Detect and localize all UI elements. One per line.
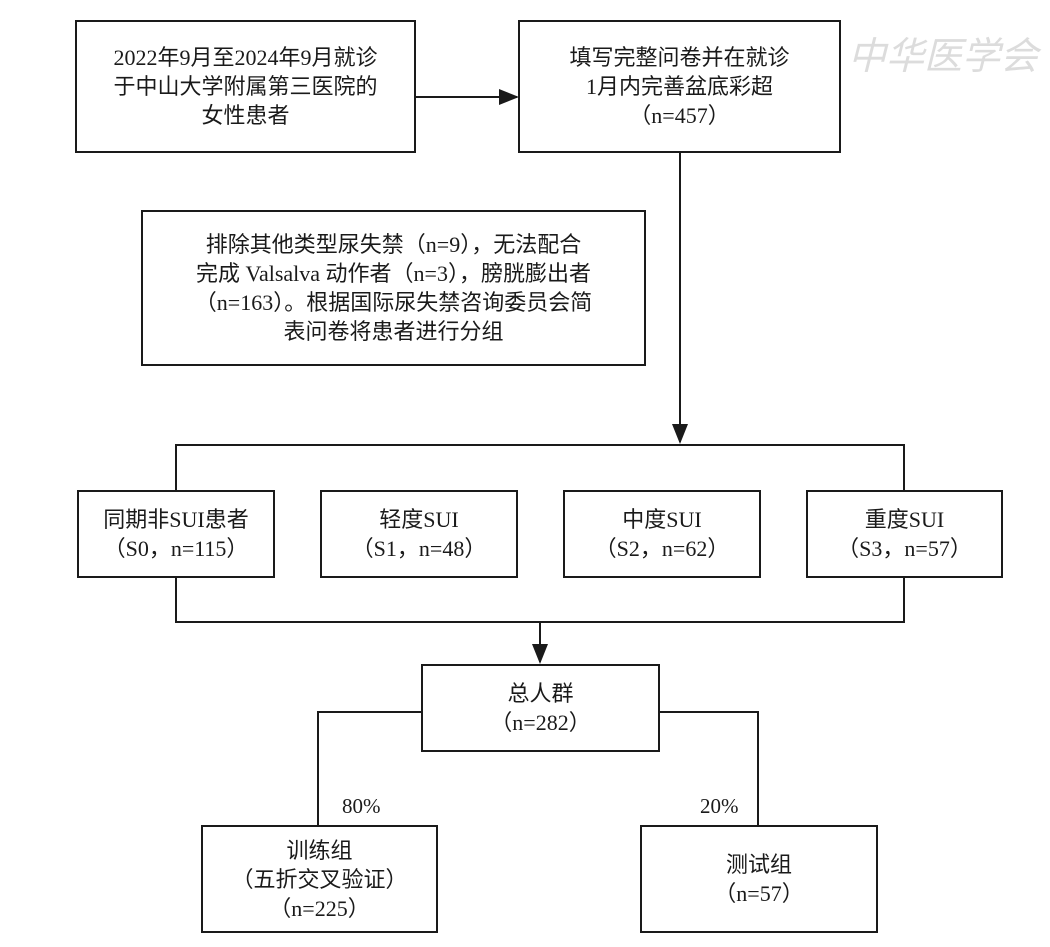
box-text: （n=282） bbox=[490, 710, 591, 735]
box-text: （S2，n=62） bbox=[594, 536, 730, 561]
box-text: 1月内完善盆底彩超 bbox=[585, 74, 773, 99]
box-text: （S3，n=57） bbox=[837, 536, 972, 561]
box-text: 同期非SUI患者 bbox=[103, 507, 249, 532]
box-text: 轻度SUI bbox=[379, 507, 459, 532]
box-text: 排除其他类型尿失禁（n=9），无法配合 bbox=[205, 232, 582, 257]
box-text: 完成 Valsalva 动作者（n=3），膀胱膨出者 bbox=[196, 261, 591, 286]
box-text: 于中山大学附属第三医院的 bbox=[113, 74, 378, 99]
box-text: （n=57） bbox=[714, 881, 804, 906]
box-text: （n=163）。根据国际尿失禁咨询委员会简 bbox=[194, 290, 593, 315]
box-text: 表问卷将患者进行分组 bbox=[283, 319, 504, 344]
source-population-box: 2022年9月至2024年9月就诊 于中山大学附属第三医院的 女性患者 bbox=[75, 20, 416, 153]
train-percent-label: 80% bbox=[342, 794, 381, 818]
exclusion-box: 排除其他类型尿失禁（n=9），无法配合 完成 Valsalva 动作者（n=3）… bbox=[141, 210, 646, 366]
group-s3-box: 重度SUI （S3，n=57） bbox=[806, 490, 1003, 578]
box-text: 中度SUI bbox=[622, 507, 702, 532]
box-text: 女性患者 bbox=[201, 103, 290, 128]
line-to-train bbox=[317, 711, 421, 825]
box-text: 2022年9月至2024年9月就诊 bbox=[113, 45, 378, 70]
box-text: 填写完整问卷并在就诊 bbox=[569, 45, 790, 70]
box-text: （n=457） bbox=[629, 103, 730, 128]
box-text: （n=225） bbox=[269, 895, 370, 921]
test-set-box: 测试组 （n=57） bbox=[640, 825, 878, 933]
box-text: 总人群 bbox=[507, 681, 574, 706]
group-s2-box: 中度SUI （S2，n=62） bbox=[563, 490, 761, 578]
box-text: 训练组 bbox=[286, 837, 353, 863]
bottom-bracket bbox=[175, 577, 905, 623]
group-s1-box: 轻度SUI （S1，n=48） bbox=[320, 490, 518, 578]
box-text: （S1，n=48） bbox=[351, 536, 487, 561]
box-text: （S0，n=115） bbox=[103, 536, 249, 561]
training-set-box: 训练组 （五折交叉验证） （n=225） bbox=[201, 825, 438, 933]
box-text: 测试组 bbox=[725, 852, 792, 877]
box-text: （五折交叉验证） bbox=[231, 866, 408, 892]
top-bracket bbox=[175, 444, 905, 490]
complete-questionnaire-box: 填写完整问卷并在就诊 1月内完善盆底彩超 （n=457） bbox=[518, 20, 841, 153]
total-population-box: 总人群 （n=282） bbox=[421, 664, 660, 752]
line-to-test bbox=[659, 711, 759, 825]
watermark-text: 中华医学会 bbox=[848, 34, 1039, 78]
box-text: 重度SUI bbox=[864, 507, 945, 532]
test-percent-label: 20% bbox=[700, 794, 739, 818]
group-s0-box: 同期非SUI患者 （S0，n=115） bbox=[77, 490, 275, 578]
